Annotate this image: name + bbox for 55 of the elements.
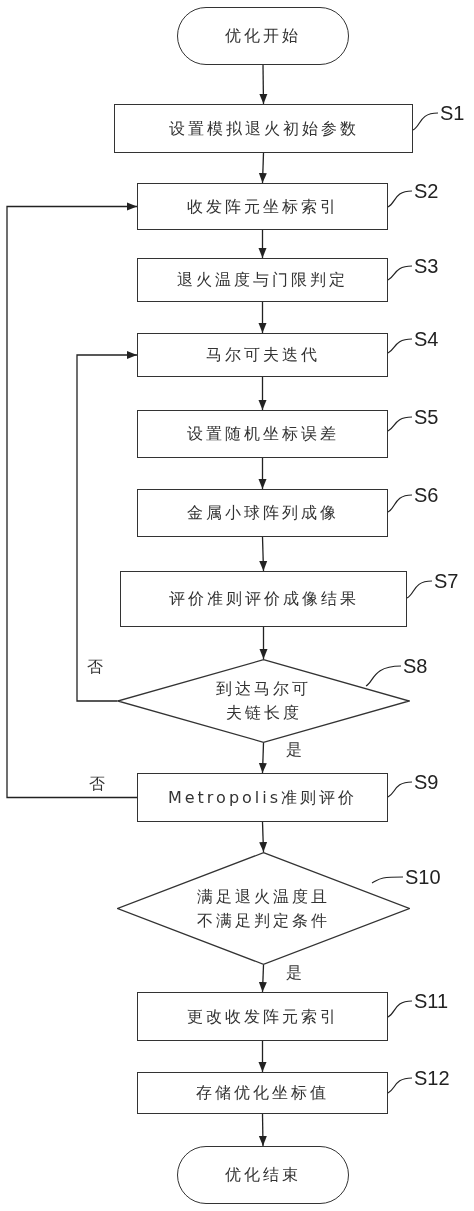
process-box [137, 258, 388, 302]
step-text: 满足退火温度且不满足判定条件 [196, 885, 331, 932]
arrow [258, 742, 267, 774]
arrow [259, 821, 268, 853]
process-box [137, 992, 388, 1041]
step-number: S9 [414, 771, 439, 794]
arrow [258, 229, 267, 259]
step-text: Metropolis准则评价 [167, 786, 358, 809]
step-text: 设置随机坐标误差 [186, 423, 339, 445]
arrow [258, 1040, 267, 1073]
step-text: 退火温度与门限判定 [177, 269, 348, 291]
step-number: S3 [414, 255, 439, 278]
step-number: S8 [403, 655, 428, 678]
process-box [137, 1072, 388, 1114]
step-text: 评价准则评价成像结果 [168, 588, 359, 610]
step-text: 设置模拟退火初始参数 [168, 117, 359, 140]
step-number: S11 [414, 990, 449, 1013]
step-number: S4 [414, 328, 439, 351]
step-number: S7 [434, 570, 459, 593]
arrow [258, 376, 267, 411]
step-text: 金属小球阵列成像 [186, 502, 339, 524]
arrow [259, 64, 268, 105]
arrow [6, 202, 138, 799]
arrow [258, 152, 267, 184]
step-text: 更改收发阵元索引 [186, 1005, 339, 1028]
arrow [259, 626, 268, 660]
step-number: S5 [414, 406, 439, 429]
process-box [137, 489, 388, 537]
step-text: 到达马尔可夫链长度 [215, 678, 312, 724]
step-number: S6 [414, 484, 439, 507]
edge-label: 是 [286, 963, 302, 984]
step-text: 收发阵元坐标索引 [186, 195, 339, 218]
arrow [258, 301, 267, 334]
process-box [137, 333, 388, 377]
arrow [258, 964, 267, 993]
step-text: 马尔可夫迭代 [205, 344, 320, 366]
process-box [120, 571, 407, 627]
arrow [258, 1113, 267, 1147]
arrow [76, 351, 138, 702]
edge-label: 否 [89, 774, 105, 795]
step-text: 优化结束 [225, 1164, 301, 1186]
step-number: S1 [440, 102, 465, 125]
arrow [259, 536, 268, 572]
step-number: S10 [405, 866, 441, 889]
process-box [137, 773, 388, 822]
arrow [258, 457, 267, 490]
step-number: S2 [414, 180, 439, 203]
edge-label: 是 [286, 740, 302, 761]
process-box [137, 410, 388, 458]
step-number: S12 [414, 1067, 450, 1090]
step-text: 存储优化坐标值 [196, 1082, 329, 1104]
process-box [137, 183, 388, 230]
step-text: 优化开始 [225, 25, 301, 47]
edge-label: 否 [87, 657, 103, 678]
process-box [114, 104, 413, 153]
